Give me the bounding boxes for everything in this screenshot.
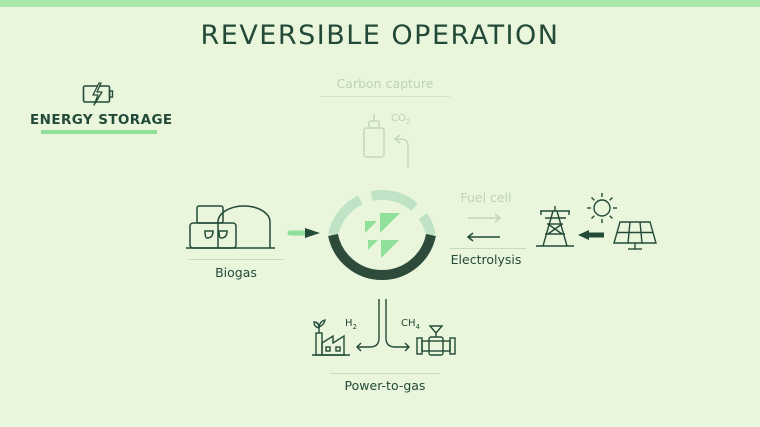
co2-formula: CO2 [391,113,410,126]
brand-logo-icon [365,213,400,258]
energy-storage-underline [41,130,157,134]
energy-storage-label: ENERGY STORAGE [30,112,173,128]
carbon-capture-divider [320,96,450,97]
h2-formula-main: H [345,318,353,329]
co2-formula-sub: 2 [405,118,411,126]
co2-formula-main: CO [391,113,406,124]
ch4-formula-sub: 4 [415,323,420,331]
electrolysis-arrow [466,232,500,242]
biogas-label: Biogas [215,265,257,280]
gas-cylinder-icon [363,114,409,168]
top-accent-bar [0,0,760,7]
electrolysis-divider [450,248,526,249]
h2-formula-sub: 2 [352,323,357,331]
fuel-cell-label: Fuel cell [460,190,512,205]
power-to-gas-divider [330,373,440,374]
energy-cycle-ring [328,189,436,281]
power-pylon-icon [536,206,574,247]
factory-icon [312,319,350,356]
power-to-gas-split-arrow [356,299,410,352]
biogas-plant-icon [186,205,275,249]
sun-icon [587,193,617,223]
ch4-formula: CH4 [401,318,420,331]
power-to-gas-label: Power-to-gas [344,378,426,393]
h2-formula: H2 [345,318,357,331]
page-title: REVERSIBLE OPERATION [200,20,560,51]
battery-charging-icon [82,82,114,106]
biogas-divider [188,259,284,260]
ch4-formula-main: CH [401,318,416,329]
solar-panel-icon [613,221,657,250]
carbon-capture-label: Carbon capture [336,76,434,91]
pipe-valve-icon [416,325,456,356]
biogas-input-arrow [287,228,320,238]
renewable-input-arrow [578,230,604,240]
fuel-cell-arrow [468,213,502,223]
electrolysis-label: Electrolysis [450,252,522,267]
